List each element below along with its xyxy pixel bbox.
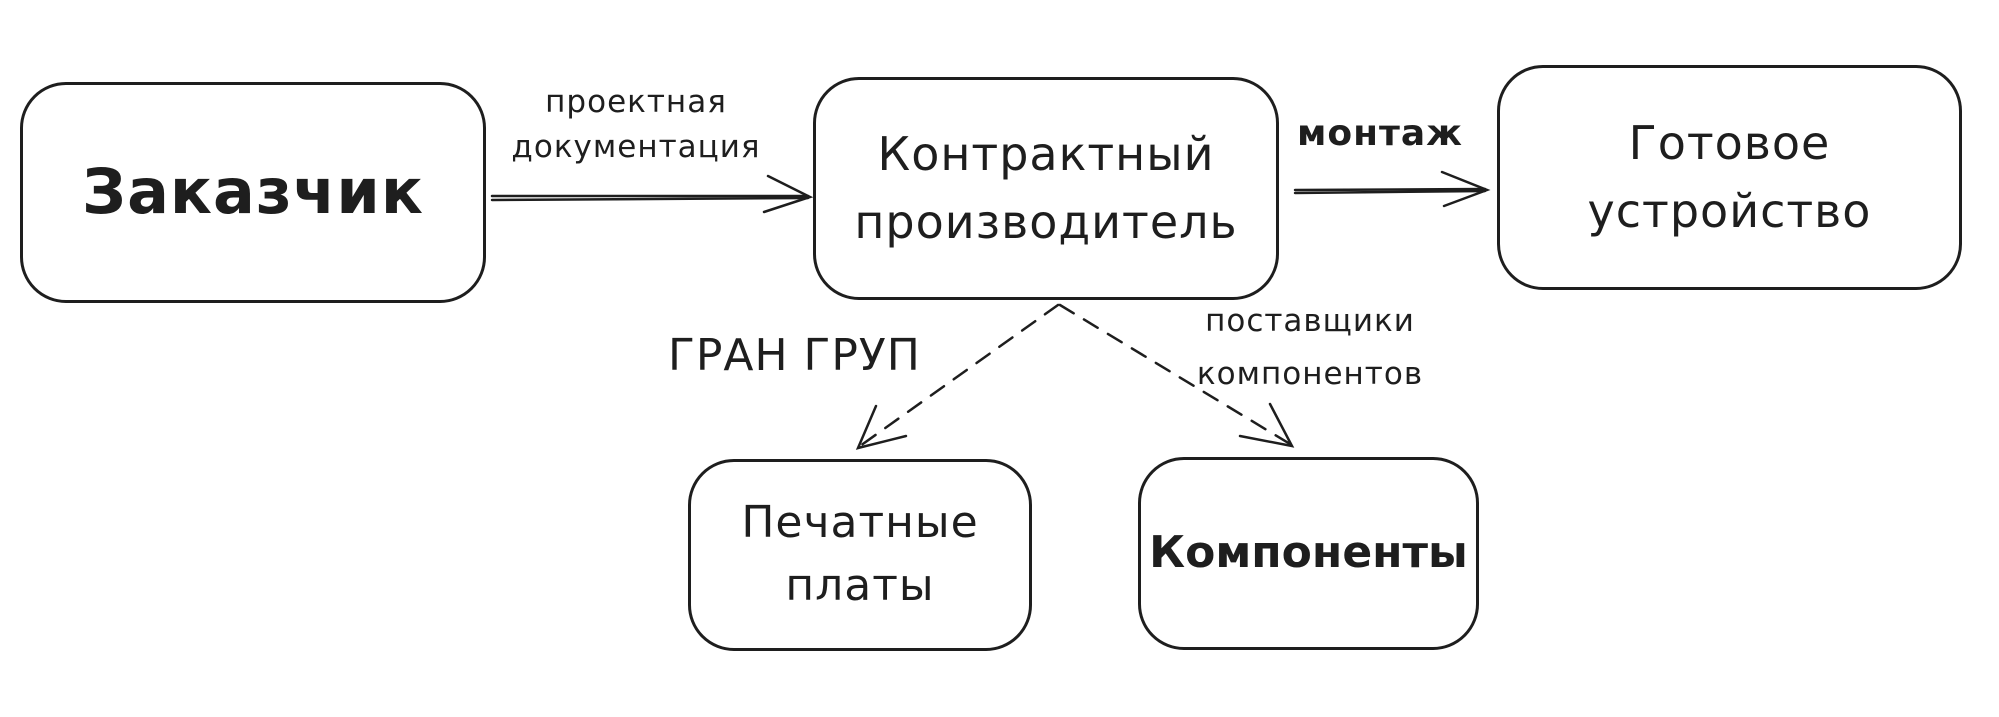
arrow-manufacturer-to-components [1058,303,1295,448]
node-contract-manufacturer-line-2: производитель [854,194,1238,249]
edge-label-gran-group-text: ГРАН ГРУП [668,330,921,381]
edge-label-suppliers-line-2: компонентов [1196,355,1424,392]
node-finished-device-line-1: Готовое [1628,116,1831,171]
node-pcb-line-2: платы [785,560,935,611]
edge-label-suppliers-line-1: поставщики [1205,303,1415,339]
arrow-customer-to-manufacturer [490,174,814,214]
node-finished-device: Готовое устройство [1497,65,1962,290]
edge-label-project-docs-line-2: документация [511,128,761,165]
edge-label-assembly-text: монтаж [1296,113,1463,154]
node-pcb-line-1: Печатные [741,497,979,549]
edge-label-suppliers: поставщики компонентов [1180,295,1440,400]
node-components: Компоненты [1138,457,1479,650]
edge-label-gran-group: ГРАН ГРУП [668,324,948,388]
node-contract-manufacturer: Контрактный производитель [813,77,1279,300]
node-pcb: Печатные платы [688,459,1032,651]
node-customer: Заказчик [20,82,486,303]
arrow-manufacturer-to-pcb [855,303,1060,450]
node-components-label: Компоненты [1149,527,1468,579]
edge-label-assembly: монтаж [1282,108,1478,160]
node-contract-manufacturer-line-1: Контрактный [877,127,1215,182]
edge-label-project-docs: проектная документация [496,80,776,170]
node-customer-label: Заказчик [82,155,424,229]
edge-label-project-docs-line-1: проектная [545,84,727,120]
arrow-manufacturer-to-device [1293,170,1491,208]
node-finished-device-line-2: устройство [1587,183,1872,238]
